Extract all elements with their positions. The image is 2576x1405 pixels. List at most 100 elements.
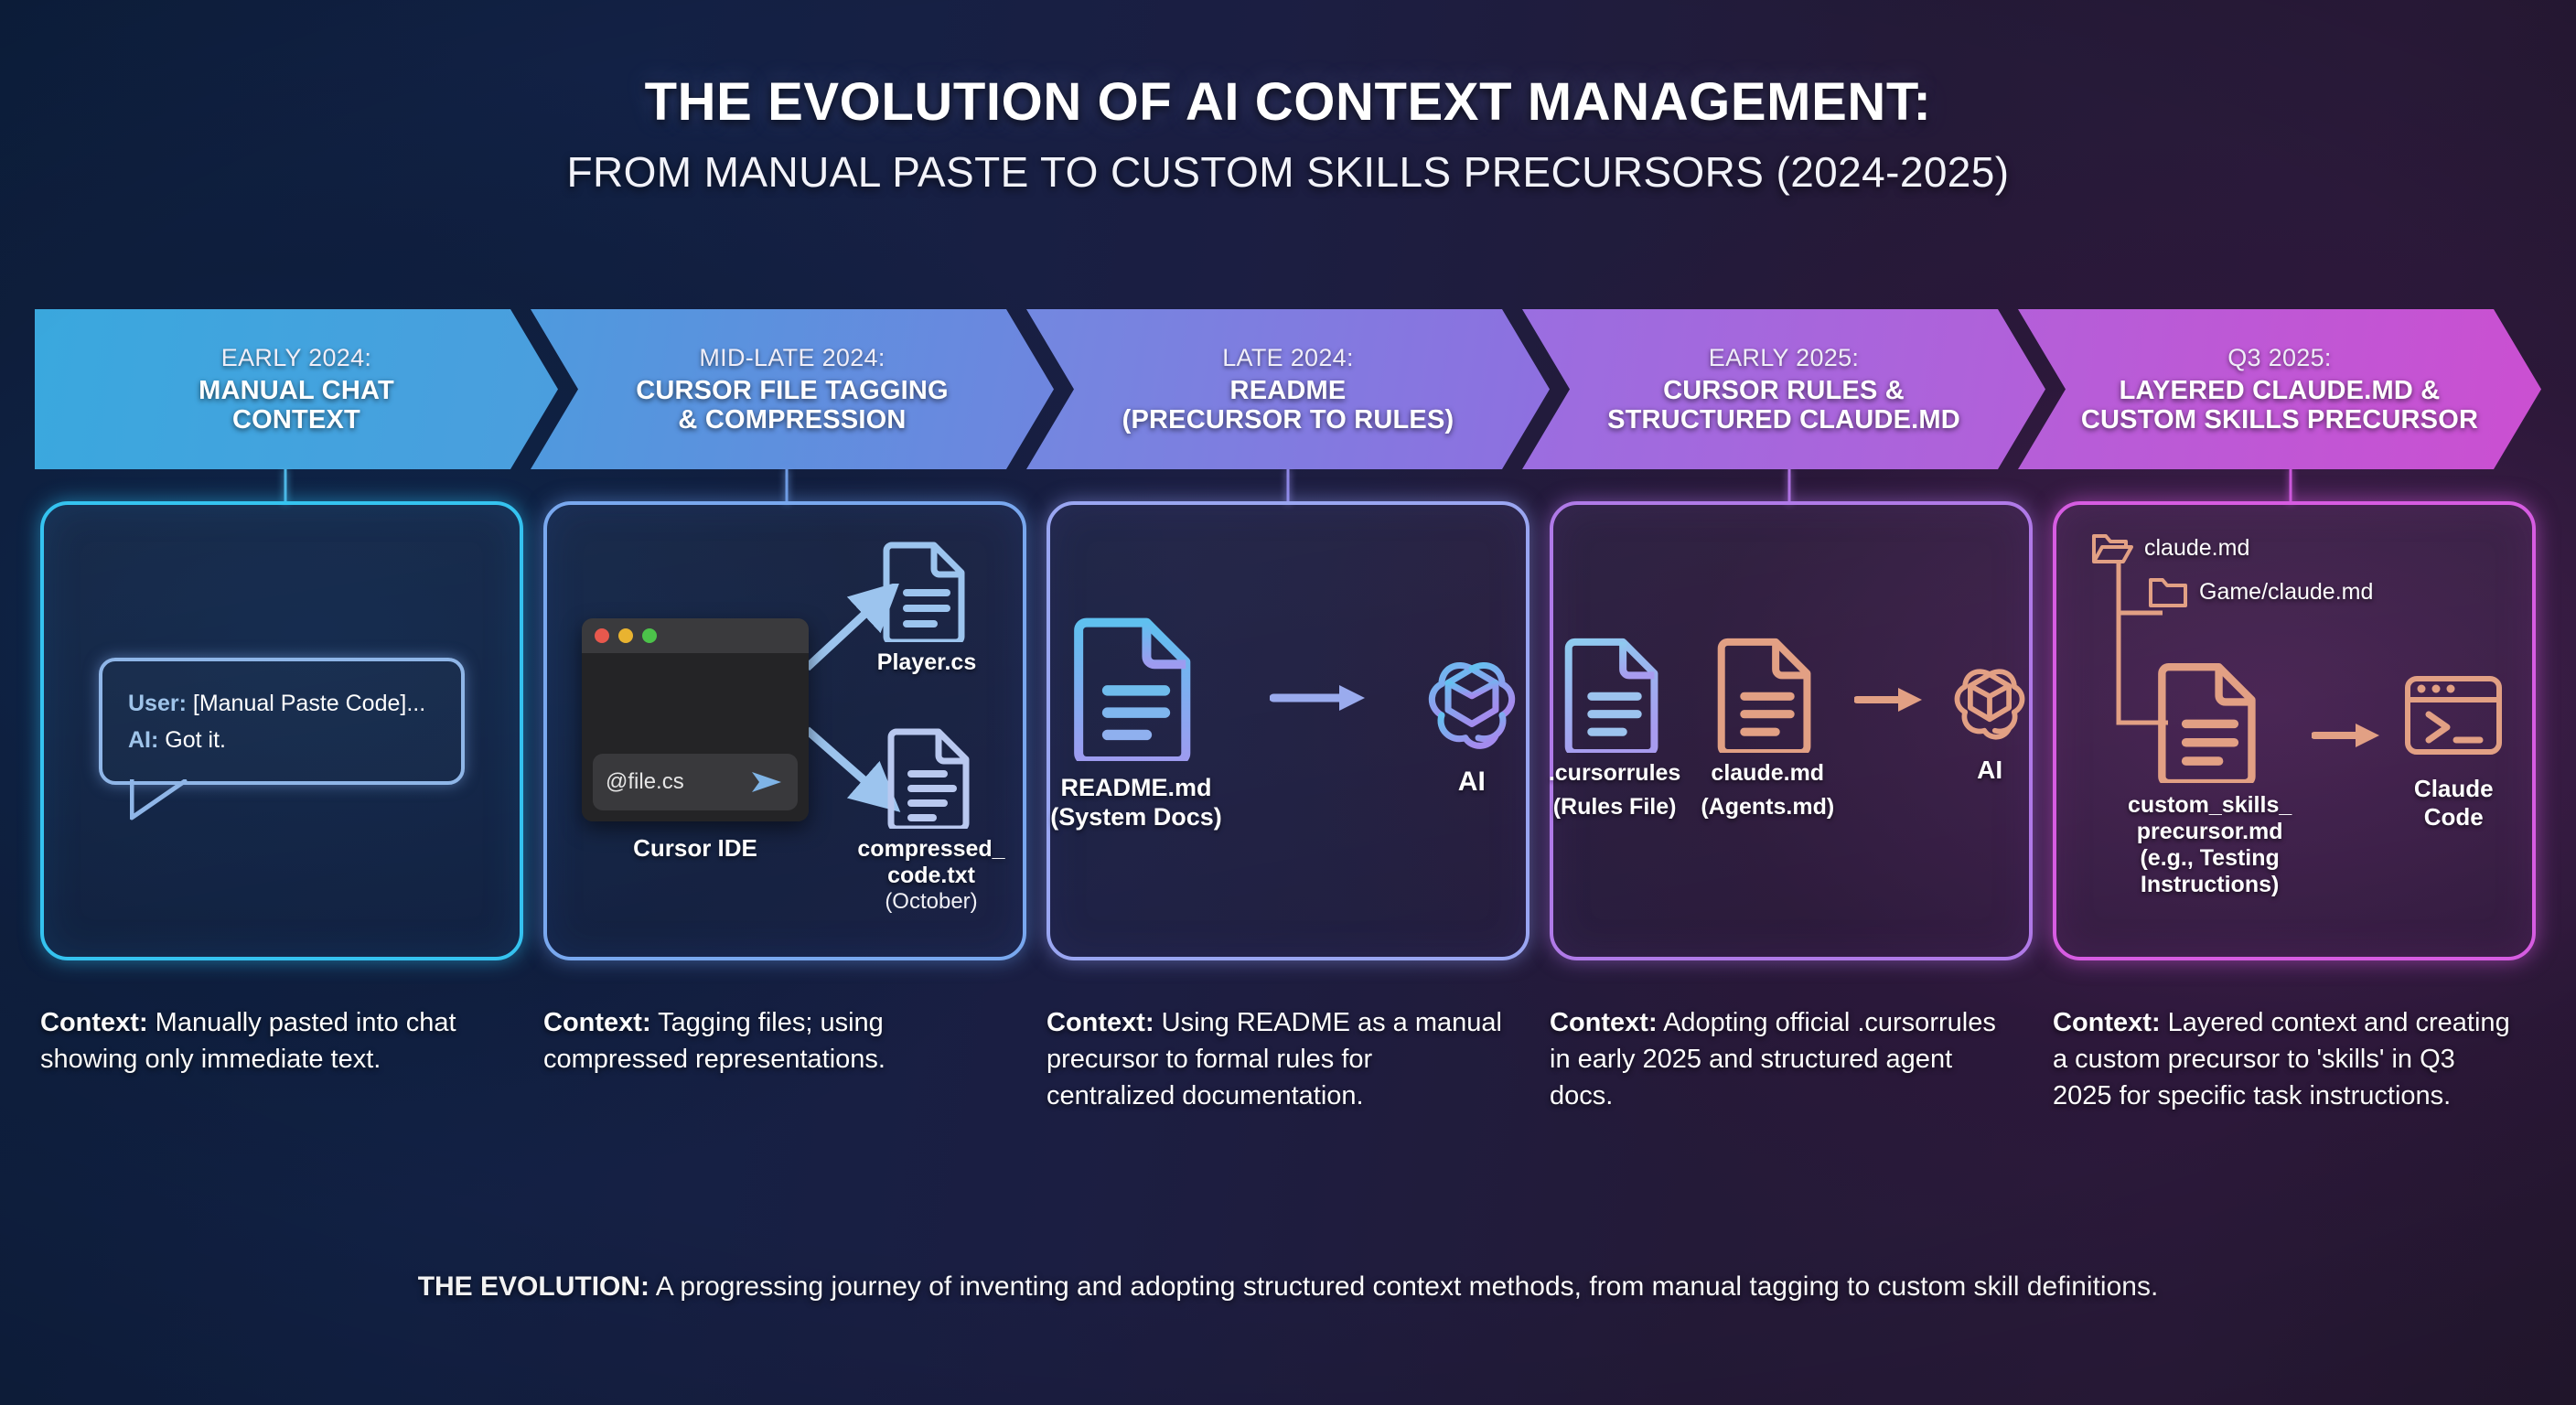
chat-ai-text: Got it.	[158, 727, 226, 753]
arrow-to-compressed-icon	[804, 726, 901, 812]
context-label-3: Context:	[1046, 1008, 1154, 1037]
phase-card-4[interactable]: .cursorrules (Rules File) claude.md (Age	[1548, 501, 2034, 960]
file-player-name: Player.cs	[876, 649, 977, 675]
ai-label: AI	[1977, 756, 2003, 784]
context-text-3: Using README as a manual precursor to fo…	[1046, 1008, 1502, 1111]
ide-label: Cursor IDE	[633, 834, 757, 862]
chat-user-text: [Manual Paste Code]...	[186, 690, 426, 716]
context-label-5: Context:	[2053, 1008, 2161, 1037]
window-titlebar	[582, 618, 809, 653]
document-icon	[1074, 617, 1191, 762]
document-icon	[1717, 638, 1811, 753]
openai-logo-icon	[1428, 661, 1515, 749]
minimize-dot-icon[interactable]	[618, 628, 633, 643]
arrow-to-player-icon	[803, 584, 900, 671]
terminal-icon	[2405, 676, 2503, 756]
context-caption-1: Context: Manually pasted into chat showi…	[40, 1004, 523, 1114]
context-caption-2: Context: Tagging files; using compressed…	[543, 1004, 1026, 1114]
title-block: THE EVOLUTION OF AI CONTEXT MANAGEMENT: …	[0, 71, 2576, 197]
phase-card-2[interactable]: @file.cs Cursor IDE	[543, 501, 1026, 960]
phase-chevron-4[interactable]: EARLY 2025: CURSOR RULES & STRUCTURED CL…	[1522, 309, 2045, 469]
connector-3	[1037, 469, 1539, 504]
folder-tree: claude.md Game/claude.md	[2091, 531, 2373, 609]
readme-sub: (System Docs)	[1050, 803, 1222, 831]
chat-ai-label: AI:	[128, 727, 159, 753]
cursor-ide-window[interactable]: @file.cs	[582, 618, 809, 821]
file-tag-value: @file.cs	[606, 769, 684, 794]
ai-group: AI	[1418, 649, 1526, 798]
timeline-band: EARLY 2024: MANUAL CHAT CONTEXT MID-LATE…	[35, 309, 2541, 469]
context-caption-4: Context: Adopting official .cursorrules …	[1550, 1004, 2033, 1114]
document-icon	[1564, 638, 1658, 753]
connector-2	[536, 469, 1037, 504]
document-icon	[2157, 662, 2256, 783]
tree-root-label: claude.md	[2144, 534, 2250, 561]
main-title: THE EVOLUTION OF AI CONTEXT MANAGEMENT:	[644, 72, 1932, 132]
folder-open-icon	[2092, 534, 2133, 563]
cursorrules-name: .cursorrules	[1548, 760, 1681, 786]
connector-stems	[35, 469, 2541, 504]
phase-name-1: MANUAL CHAT CONTEXT	[199, 375, 394, 434]
phase-chevron-5[interactable]: Q3 2025: LAYERED CLAUDE.MD & CUSTOM SKIL…	[2018, 309, 2541, 469]
tree-branch-lines	[2116, 562, 2168, 725]
file-tag-input[interactable]: @file.cs	[593, 754, 798, 810]
chat-line-user: User: [Manual Paste Code]...	[128, 685, 435, 723]
send-icon[interactable]	[750, 768, 785, 796]
document-icon	[887, 728, 970, 829]
precursor-doc-sub: (e.g., Testing Instructions)	[2140, 845, 2280, 897]
claudemd-group: claude.md (Agents.md)	[1701, 636, 1834, 820]
footer-summary: THE EVOLUTION: A progressing journey of …	[0, 1271, 2576, 1303]
context-label-1: Context:	[40, 1008, 148, 1037]
file-player-group: Player.cs	[849, 540, 1004, 676]
phase-era-5: Q3 2025:	[2227, 343, 2332, 371]
bubble-tail-icon	[130, 778, 188, 820]
phase-card-3[interactable]: README.md (System Docs)	[1046, 501, 1530, 960]
precursor-doc-name: custom_skills_ precursor.md	[2128, 792, 2292, 844]
context-text-2: Tagging files; using compressed represen…	[543, 1008, 886, 1075]
footer-text: A progressing journey of inventing and a…	[649, 1271, 2159, 1302]
footer-label: THE EVOLUTION:	[417, 1271, 650, 1302]
file-compressed-name: compressed_ code.txt	[857, 836, 1005, 888]
chat-line-ai: AI: Got it.	[128, 722, 435, 759]
close-dot-icon[interactable]	[595, 628, 609, 643]
readme-group: README.md (System Docs)	[1050, 615, 1222, 832]
claude-code-group: Claude Code	[2403, 674, 2504, 831]
arrow-right-icon	[1269, 685, 1365, 711]
context-caption-3: Context: Using README as a manual precur…	[1046, 1004, 1530, 1114]
precursor-doc-group: custom_skills_ precursor.md (e.g., Testi…	[2128, 660, 2292, 898]
phase-card-5[interactable]: claude.md Game/claude.md	[2053, 501, 2536, 960]
readme-name: README.md	[1060, 774, 1212, 802]
openai-logo-icon	[1954, 669, 2025, 740]
context-text-1: Manually pasted into chat showing only i…	[40, 1008, 456, 1075]
context-caption-5: Context: Layered context and creating a …	[2053, 1004, 2536, 1114]
context-caption-row: Context: Manually pasted into chat showi…	[40, 1004, 2536, 1114]
tree-row-root[interactable]: claude.md	[2091, 531, 2373, 565]
maximize-dot-icon[interactable]	[642, 628, 657, 643]
ai-group: AI	[1946, 659, 2034, 785]
file-compressed-sub: (October)	[885, 889, 978, 914]
claudemd-sub: (Agents.md)	[1701, 794, 1835, 820]
connector-1	[35, 469, 536, 504]
phase-name-5: LAYERED CLAUDE.MD & CUSTOM SKILLS PRECUR…	[2080, 375, 2479, 434]
phase-era-4: EARLY 2025:	[1708, 343, 1860, 371]
cursorrules-sub: (Rules File)	[1552, 794, 1677, 820]
tree-row-child[interactable]: Game/claude.md	[2148, 574, 2373, 609]
phase-chevron-1[interactable]: EARLY 2024: MANUAL CHAT CONTEXT	[35, 309, 558, 469]
document-icon	[883, 542, 965, 642]
connector-4	[1539, 469, 2040, 504]
phase-era-2: MID-LATE 2024:	[699, 343, 886, 371]
phase-chevron-3[interactable]: LATE 2024: README (PRECURSOR TO RULES)	[1026, 309, 1550, 469]
ai-label: AI	[1457, 767, 1486, 797]
subtitle: FROM MANUAL PASTE TO CUSTOM SKILLS PRECU…	[566, 148, 2010, 196]
context-label-4: Context:	[1550, 1008, 1658, 1037]
chat-bubble: User: [Manual Paste Code]... AI: Got it.	[99, 657, 465, 820]
cursorrules-group: .cursorrules (Rules File)	[1548, 636, 1681, 820]
editor-body: @file.cs	[582, 653, 809, 821]
phase-card-1[interactable]: User: [Manual Paste Code]... AI: Got it.	[40, 501, 523, 960]
file-compressed-group: compressed_ code.txt (October)	[849, 726, 1014, 915]
phase-era-3: LATE 2024:	[1222, 343, 1354, 371]
phase-name-2: CURSOR FILE TAGGING & COMPRESSION	[636, 375, 949, 434]
tree-child-label: Game/claude.md	[2199, 578, 2374, 605]
phase-chevron-2[interactable]: MID-LATE 2024: CURSOR FILE TAGGING & COM…	[531, 309, 1054, 469]
